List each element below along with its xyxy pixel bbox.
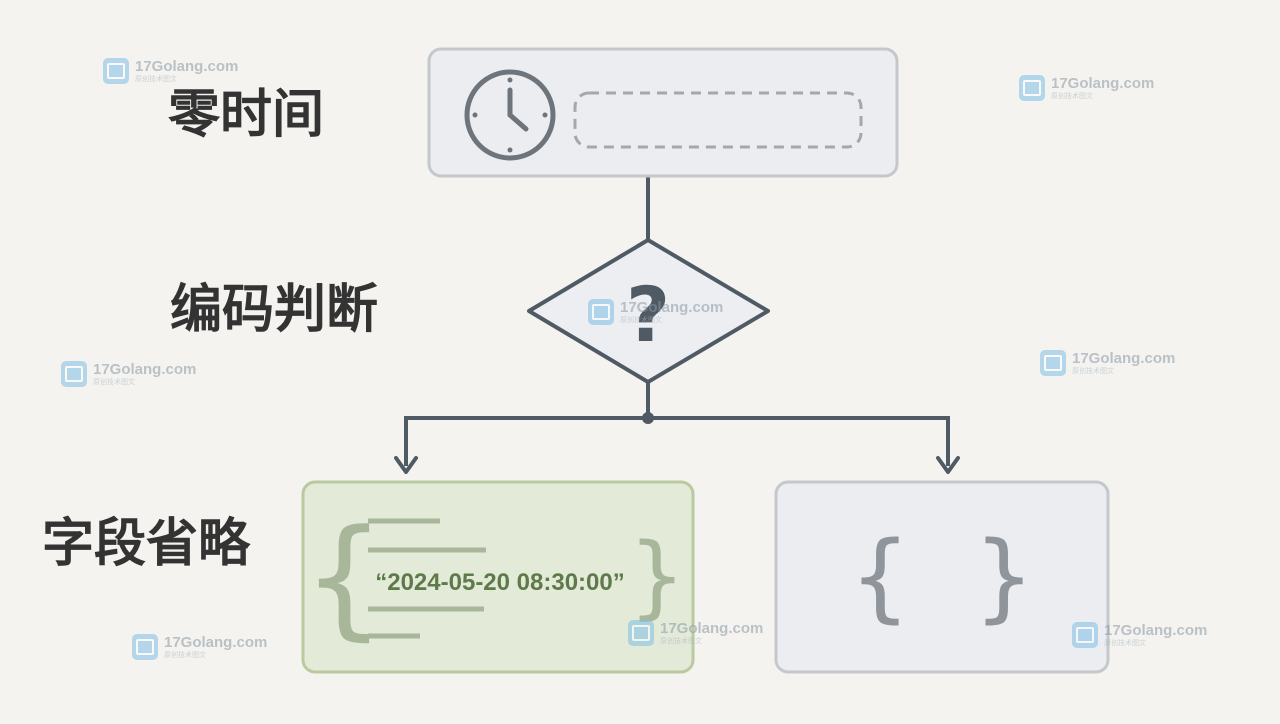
zero-time-box — [427, 47, 899, 178]
right-close-brace: } — [973, 521, 1034, 633]
connector-split-left — [404, 416, 648, 466]
decision-diamond — [527, 238, 770, 384]
left-close-brace: } — [628, 524, 685, 629]
label-field-omission: 字段省略 — [42, 514, 251, 574]
empty-value-placeholder — [573, 91, 863, 149]
arrow-down-icon — [394, 456, 418, 474]
field-present-box — [301, 480, 695, 674]
decision-question-mark: ? — [626, 270, 670, 359]
left-open-brace: { — [303, 501, 386, 653]
timestamp-value: “2024-05-20 08:30:00” — [375, 569, 625, 596]
clock-icon — [464, 69, 556, 161]
right-open-brace: { — [849, 521, 910, 633]
label-encoding-judgment: 编码判断 — [170, 280, 379, 340]
arrow-down-icon — [936, 456, 960, 474]
connector-split-right — [648, 416, 950, 466]
label-zero-time: 零时间 — [168, 85, 325, 145]
field-omitted-box — [774, 480, 1110, 674]
